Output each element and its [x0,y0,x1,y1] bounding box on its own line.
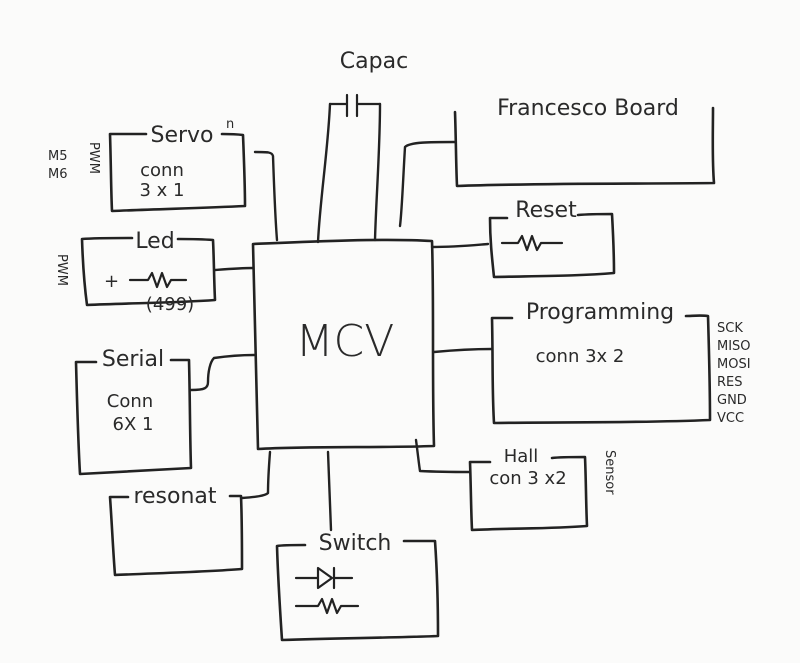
led-block: Led + (499) PWM [54,229,255,315]
diode-icon [294,566,354,590]
reset-label: Reset [515,198,577,223]
resistor-icon [500,234,564,252]
servo-wire [253,150,279,242]
capacitor-label: Capac [340,49,408,74]
resonator-wire [240,450,272,500]
resistor-icon [294,597,360,615]
pin-label: MISO [717,339,751,354]
switch-wire [326,450,333,532]
serial-label: Serial [102,347,164,372]
programming-pin-list: SCK MISO MOSI RES GND VCC [717,321,751,426]
resonator-block: resonat [108,450,272,577]
led-label: Led [135,229,174,254]
reset-wire [430,242,490,249]
servo-side-label: PWM [86,142,101,174]
switch-label: Switch [319,531,392,556]
led-plus: + [104,271,119,292]
capacitor-block: Capac [316,49,408,244]
servo-pin-label: M6 [48,167,68,182]
hall-side-label: Sensor [602,450,617,495]
resonator-label: resonat [133,484,216,509]
board-block: Francesco Board [398,96,716,228]
servo-block: Servo n conn 3 x 1 M5 M6 PWM [48,117,279,242]
board-wire [398,140,457,228]
hall-wire [414,438,472,474]
programming-block: Programming conn 3x 2 SCK MISO MOSI RES … [432,300,751,426]
servo-label: Servo [150,123,213,148]
servo-line1: conn [140,160,184,181]
capacitor-icon [328,93,382,118]
programming-wire [432,347,494,354]
hall-block: Hall con 3 x2 Sensor [414,438,617,532]
pin-label: GND [717,393,747,408]
pin-label: VCC [717,411,744,426]
servo-pin-label: M5 [48,149,68,164]
servo-superscript: n [226,117,234,132]
pin-label: SCK [717,321,743,336]
switch-block: Switch [275,450,440,642]
led-value: (499) [146,294,194,315]
capacitor-wire-left [316,102,332,244]
serial-block: Serial Conn 6X 1 [74,347,256,476]
mcu-block: MCV [251,238,436,451]
capacitor-wire-right [373,102,382,242]
serial-line2: 6X 1 [113,414,154,435]
programming-label: Programming [526,300,674,325]
hall-label: Hall [504,446,539,467]
hall-body: con 3 x2 [489,468,566,489]
programming-body: conn 3x 2 [536,346,625,367]
pin-label: RES [717,375,743,390]
serial-wire [189,353,256,392]
resistor-icon [128,271,188,289]
mcu-label: MCV [296,316,395,367]
reset-block: Reset [430,198,616,279]
pin-label: MOSI [717,357,751,372]
serial-line1: Conn [107,391,153,412]
board-label: Francesco Board [497,96,679,121]
led-side-label: PWM [54,254,69,286]
led-wire [213,266,255,272]
servo-line2: 3 x 1 [140,180,185,201]
